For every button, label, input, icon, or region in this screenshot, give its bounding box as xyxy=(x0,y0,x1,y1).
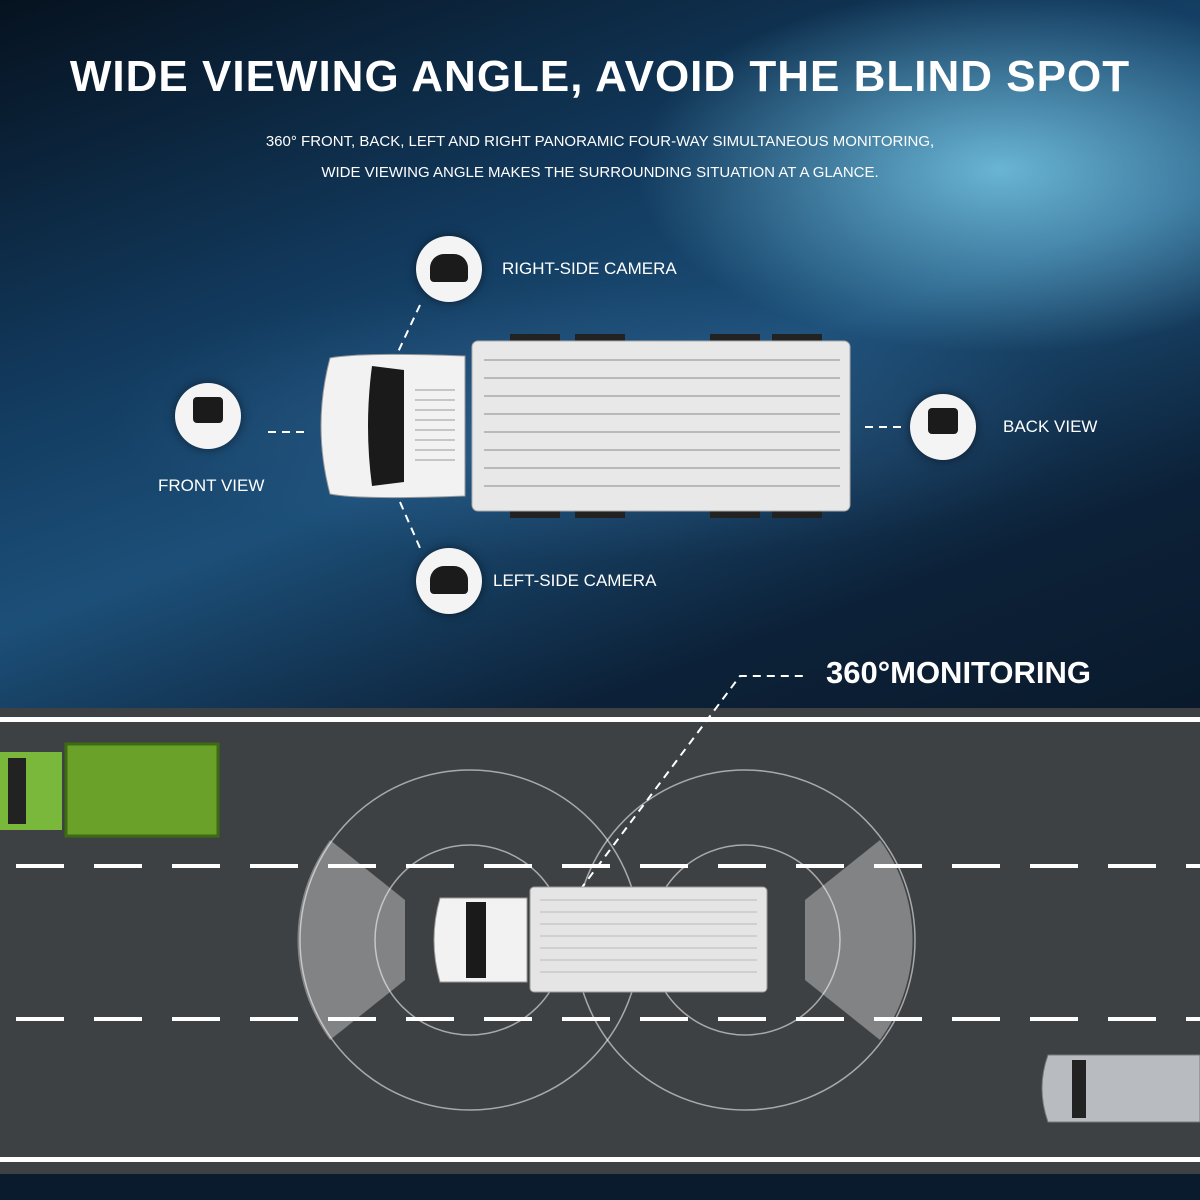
back-camera-label: BACK VIEW xyxy=(1003,417,1098,436)
truck-top xyxy=(320,334,851,518)
back-camera-icon xyxy=(910,394,976,460)
front-sensor-zone xyxy=(297,840,405,1040)
left-camera-label: LEFT-SIDE CAMERA xyxy=(493,571,657,590)
subtitle-line-1: 360° FRONT, BACK, LEFT AND RIGHT PANORAM… xyxy=(265,133,935,150)
truck-on-road xyxy=(433,886,768,993)
subtitle-line-2: WIDE VIEWING ANGLE MAKES THE SURROUNDING… xyxy=(321,164,879,181)
grey-van xyxy=(1041,1054,1200,1123)
page-title: WIDE VIEWING ANGLE, AVOID THE BLIND SPOT xyxy=(69,52,1131,101)
front-camera-icon xyxy=(175,383,241,449)
right-camera-icon xyxy=(416,236,482,302)
road-edge-bottom xyxy=(0,1157,1200,1162)
green-truck xyxy=(0,742,220,838)
right-camera-label: RIGHT-SIDE CAMERA xyxy=(502,259,677,278)
road-edge-top xyxy=(0,717,1200,722)
left-camera-icon xyxy=(416,548,482,614)
monitoring-label: 360°MONITORING xyxy=(826,655,1092,690)
front-camera-label: FRONT VIEW xyxy=(158,476,265,495)
rear-sensor-zone xyxy=(805,840,913,1040)
leader-lines xyxy=(268,304,902,891)
